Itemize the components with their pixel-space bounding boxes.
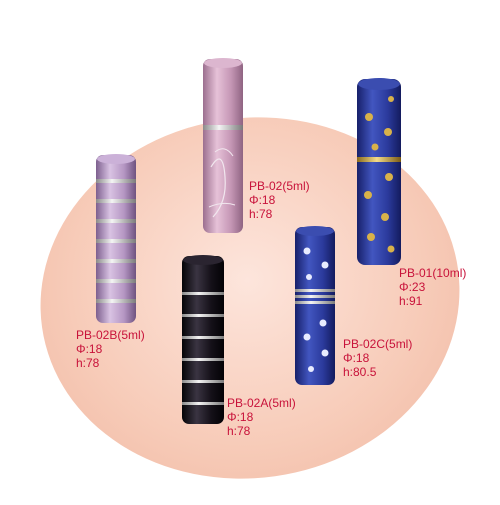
product-height: h:78 bbox=[227, 424, 251, 438]
bottle-pb02b bbox=[94, 153, 138, 325]
label-pb02: PB-02(5ml) Φ:18 h:78 bbox=[249, 179, 310, 221]
product-height: h:80.5 bbox=[343, 365, 377, 379]
product-name: PB-02A(5ml) bbox=[227, 396, 296, 410]
product-name: PB-02B(5ml) bbox=[76, 328, 145, 342]
product-height: h:78 bbox=[249, 207, 273, 221]
product-name: PB-02(5ml) bbox=[249, 179, 310, 193]
label-pb02b: PB-02B(5ml) Φ:18 h:78 bbox=[76, 328, 145, 370]
product-diameter: Φ:23 bbox=[399, 280, 426, 294]
product-diameter: Φ:18 bbox=[249, 193, 276, 207]
bottle-pb02 bbox=[201, 57, 245, 235]
label-pb02c: PB-02C(5ml) Φ:18 h:80.5 bbox=[343, 337, 412, 379]
label-pb01: PB-01(10ml) Φ:23 h:91 bbox=[399, 266, 466, 308]
product-diameter: Φ:18 bbox=[76, 342, 103, 356]
product-diameter: Φ:18 bbox=[227, 410, 254, 424]
label-pb02a: PB-02A(5ml) Φ:18 h:78 bbox=[227, 396, 296, 438]
product-height: h:78 bbox=[76, 356, 100, 370]
product-diameter: Φ:18 bbox=[343, 351, 370, 365]
product-name: PB-01(10ml) bbox=[399, 266, 467, 280]
bottle-pb02c bbox=[293, 225, 337, 387]
product-name: PB-02C(5ml) bbox=[343, 337, 413, 351]
product-height: h:91 bbox=[399, 294, 423, 308]
bottle-pb02a bbox=[180, 254, 226, 426]
bottle-pb01 bbox=[355, 77, 403, 267]
